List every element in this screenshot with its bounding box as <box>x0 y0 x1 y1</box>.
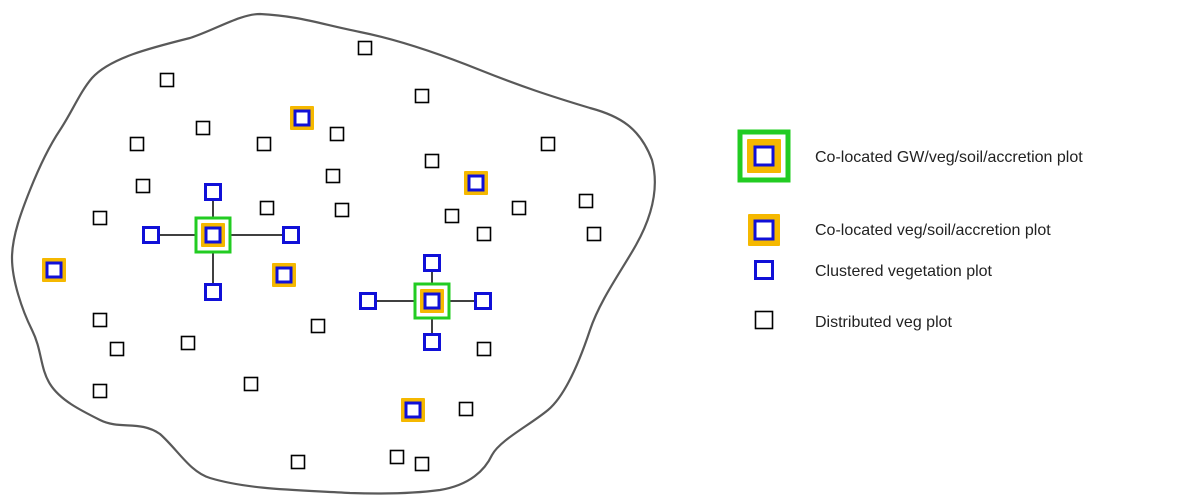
colocated-veg-soil-plot-inner <box>467 174 485 192</box>
distributed-veg-plot <box>389 449 405 465</box>
clustered-vegetation-plot <box>423 254 441 272</box>
distributed-veg-plot <box>458 401 474 417</box>
distributed-veg-plot <box>754 310 774 330</box>
distributed-veg-plot <box>243 376 259 392</box>
distributed-veg-plot <box>180 335 196 351</box>
distributed-veg-plot <box>325 168 341 184</box>
distributed-veg-plot <box>290 454 306 470</box>
colocated-veg-soil-plot-inner <box>404 401 422 419</box>
distributed-veg-plot <box>414 88 430 104</box>
distributed-veg-plot <box>334 202 350 218</box>
distributed-veg-plot <box>129 136 145 152</box>
legend-clustered-symbol <box>754 260 774 280</box>
distributed-veg-plot <box>256 136 272 152</box>
colocated-veg-soil-plot-inner <box>753 219 775 241</box>
legend: Co-located GW/veg/soil/accretion plot Co… <box>737 129 1083 331</box>
clustered-vegetation-plot <box>359 292 377 310</box>
distributed-veg-plot <box>159 72 175 88</box>
distributed-veg-plot <box>195 120 211 136</box>
sample-plots <box>42 40 602 472</box>
colocated-veg-soil-plot-inner <box>204 226 222 244</box>
clustered-vegetation-plot <box>474 292 492 310</box>
colocated-veg-soil-plot-inner <box>45 261 63 279</box>
distributed-veg-plot <box>92 383 108 399</box>
clustered-vegetation-plot <box>282 226 300 244</box>
distributed-veg-plot <box>578 193 594 209</box>
colocated-veg-soil-plot-inner <box>293 109 311 127</box>
distributed-veg-plot <box>511 200 527 216</box>
distributed-veg-plot <box>414 456 430 472</box>
distributed-veg-plot <box>135 178 151 194</box>
distributed-veg-plot <box>586 226 602 242</box>
distributed-veg-plot <box>540 136 556 152</box>
legend-clustered-label: Clustered vegetation plot <box>815 263 993 280</box>
clustered-vegetation-plot <box>423 333 441 351</box>
distributed-veg-plot <box>357 40 373 56</box>
distributed-veg-plot <box>109 341 125 357</box>
legend-gw-label: Co-located GW/veg/soil/accretion plot <box>815 149 1083 166</box>
distributed-veg-plot <box>424 153 440 169</box>
distributed-veg-plot <box>476 226 492 242</box>
site-boundary-outline <box>10 12 656 495</box>
clustered-vegetation-plot <box>142 226 160 244</box>
legend-veg-soil-label: Co-located veg/soil/accretion plot <box>815 222 1051 239</box>
clustered-vegetation-plot <box>204 183 222 201</box>
distributed-veg-plot <box>92 210 108 226</box>
distributed-veg-plot <box>329 126 345 142</box>
distributed-veg-plot <box>259 200 275 216</box>
colocated-veg-soil-plot-inner <box>753 145 775 167</box>
colocated-veg-soil-plot-inner <box>275 266 293 284</box>
clustered-vegetation-plot <box>204 283 222 301</box>
colocated-veg-soil-plot-inner <box>423 292 441 310</box>
distributed-veg-plot <box>476 341 492 357</box>
distributed-veg-plot <box>310 318 326 334</box>
distributed-veg-plot <box>444 208 460 224</box>
distributed-veg-plot <box>92 312 108 328</box>
legend-symbols <box>737 129 791 330</box>
legend-distributed-label: Distributed veg plot <box>815 314 953 331</box>
